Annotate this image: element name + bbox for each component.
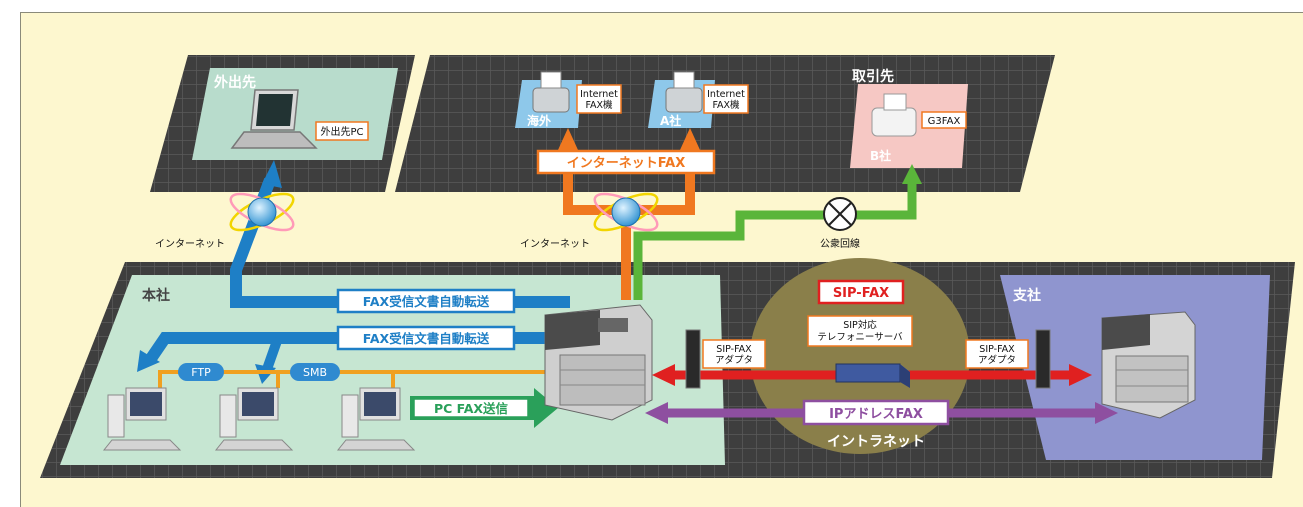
company-a-label: A社 [660, 113, 681, 128]
auto-forward-box-1 [336, 288, 516, 314]
ftp-badge [178, 363, 224, 381]
desktop-pc-icon-1 [102, 387, 182, 451]
auto-forward-label-1: FAX受信文書自動転送 [363, 294, 490, 309]
sip-server-label: SIP対応テレフォニーサーバ [817, 319, 903, 343]
auto-forward-label-2: FAX受信文書自動転送 [363, 331, 490, 346]
sip-server-icon [835, 363, 910, 388]
desktop-pc-icon-3 [336, 387, 416, 451]
auto-forward-box-2 [336, 325, 516, 351]
company-b-label: B社 [870, 148, 891, 163]
outside-label: 外出先 [214, 74, 256, 91]
smb-label: SMB [303, 366, 327, 379]
ip-fax-label: IPアドレスFAX [829, 407, 923, 422]
internet-label-center: インターネット [520, 238, 590, 250]
internet-fax-flow-label: インターネットFAX [567, 156, 685, 171]
sip-server-label-box [807, 315, 913, 347]
sip-adapter-right-box [965, 339, 1029, 369]
sip-adapter-left-box [702, 339, 766, 369]
g3fax-label-box [921, 111, 967, 129]
mfp-headquarters-icon [544, 304, 653, 421]
g3fax-label: G3FAX [928, 116, 961, 127]
sip-fax-flow-label: SIP-FAX [833, 286, 889, 301]
internet-globe-icon-left [229, 192, 295, 232]
overseas-label: 海外 [527, 113, 551, 128]
mfp-branch-icon [1101, 311, 1196, 419]
partner-label: 取引先 [852, 68, 894, 85]
laptop-label: 外出先PC [320, 125, 363, 138]
company-a-fax-area [648, 71, 715, 128]
headquarters-label: 本社 [142, 287, 170, 304]
laptop-icon [230, 89, 318, 149]
public-line-arrow [633, 164, 922, 300]
ip-fax-label-box [802, 399, 950, 426]
sip-adapter-right-icon [1035, 329, 1051, 389]
sip-fax-flow-box [817, 279, 905, 305]
lan-lines [158, 370, 545, 388]
branch-label: 支社 [1012, 287, 1041, 304]
internet-fax-label-box-1 [576, 84, 622, 114]
sip-adapter-left-icon [685, 329, 701, 389]
overseas-fax-area [515, 71, 582, 128]
smb-badge [290, 363, 340, 381]
pc-fax-arrow [410, 388, 558, 428]
public-line-switch-icon [823, 197, 857, 231]
internet-fax-label-box-2 [703, 84, 749, 114]
intranet-label: イントラネット [827, 434, 925, 450]
g3-fax-machine [871, 93, 917, 137]
laptop-label-box [315, 121, 369, 141]
internet-label-left: インターネット [155, 238, 225, 250]
internet-fax-flow-box [536, 149, 716, 175]
pc-fax-label: PC FAX送信 [434, 401, 509, 416]
public-line-label: 公衆回線 [820, 237, 860, 250]
desktop-pc-icon-2 [214, 387, 294, 451]
internet-globe-icon-center [593, 192, 659, 232]
ftp-label: FTP [191, 366, 211, 379]
